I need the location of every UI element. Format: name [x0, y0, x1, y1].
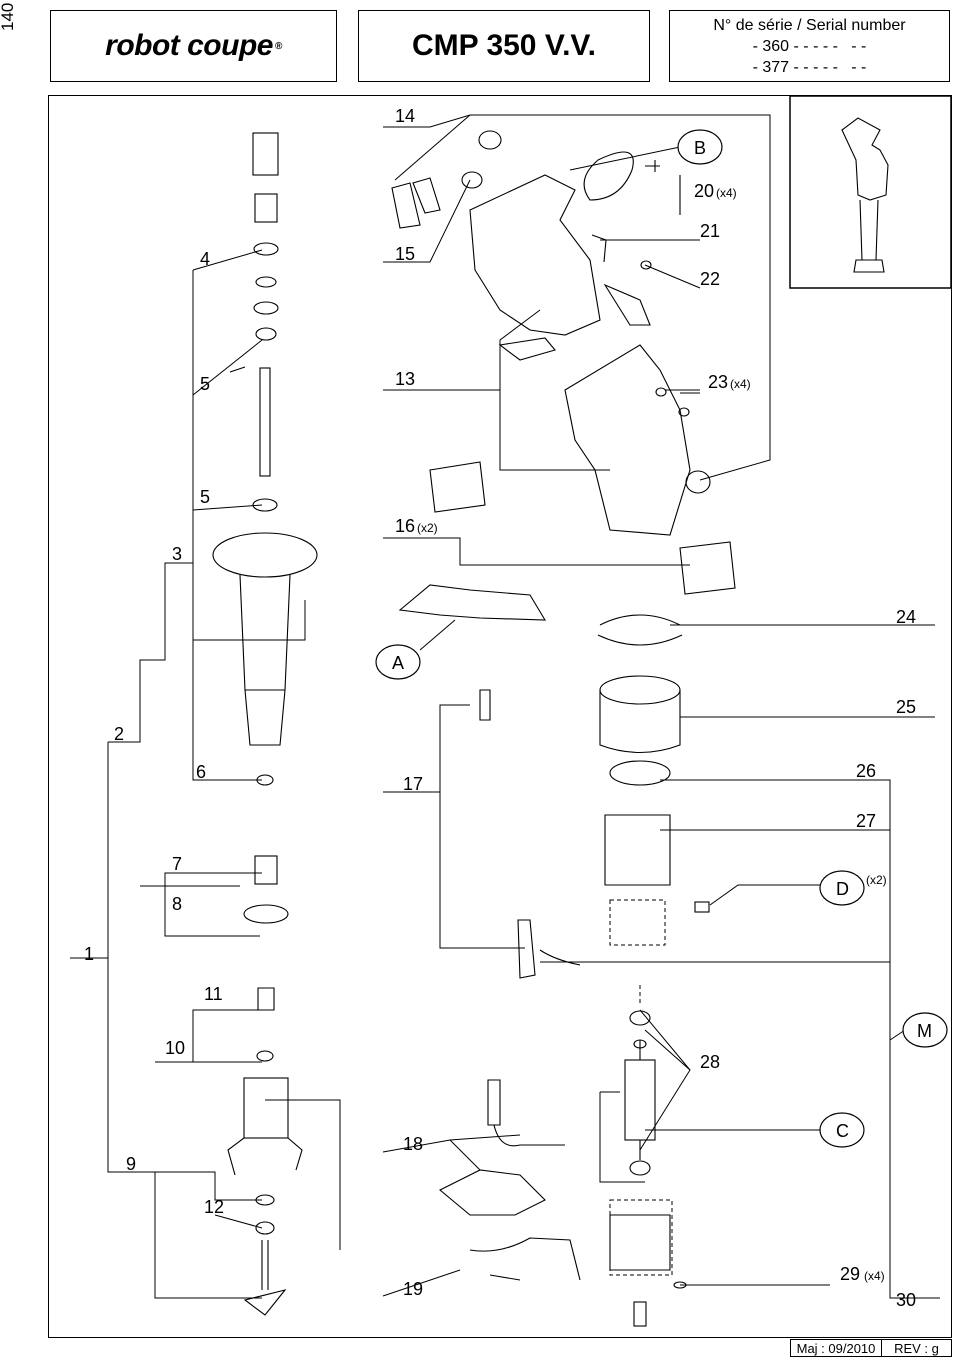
shaft-assembly-parts [212, 132, 318, 1316]
callout-11: 11 [204, 984, 223, 1004]
callout-17: 17 [403, 774, 423, 794]
callout-A: A [392, 653, 404, 673]
callout-12: 12 [204, 1197, 224, 1217]
callout-4: 4 [200, 249, 210, 269]
callout-16: 16 [395, 516, 415, 536]
callout-9: 9 [126, 1154, 136, 1174]
callout-20: 20 [694, 181, 714, 201]
callout-2: 2 [114, 724, 124, 744]
qty-23: (x4) [730, 377, 751, 391]
serial-line-2: - 377 - - - - - - - [752, 58, 867, 76]
callout-28: 28 [700, 1052, 720, 1072]
model-title: CMP 350 V.V. [358, 10, 650, 82]
callout-M: M [917, 1021, 932, 1041]
callout-C: C [836, 1121, 849, 1141]
callout-B: B [694, 138, 706, 158]
callout-circle-B [677, 129, 723, 165]
housing-parts [391, 130, 736, 595]
dashed-rotor-outline [609, 899, 673, 1276]
serial-line-1: - 360 - - - - - - - [752, 37, 867, 55]
callout-10: 10 [165, 1038, 185, 1058]
callout-21: 21 [700, 221, 720, 241]
overview-mixer-sketch [841, 117, 889, 273]
diagram-frame [48, 95, 952, 1338]
motor-parts [398, 584, 710, 1327]
qty-20: (x4) [716, 186, 737, 200]
callout-22: 22 [700, 269, 720, 289]
callout-18: 18 [403, 1134, 423, 1154]
revision-date: Maj : 09/2010 [790, 1339, 882, 1357]
overview-inset [789, 95, 952, 289]
callout-23: 23 [708, 372, 728, 392]
serial-title: N° de série / Serial number [713, 16, 906, 34]
callout-29: 29 [840, 1264, 860, 1284]
callout-circle-A [375, 644, 421, 680]
callout-24: 24 [896, 607, 916, 627]
callout-circle-D [819, 870, 865, 906]
leader-lines [70, 114, 940, 1299]
brand-logo: robot coupe® [50, 10, 337, 82]
brand-name: robot coupe [105, 29, 273, 62]
callout-25: 25 [896, 697, 916, 717]
callout-13: 13 [395, 369, 415, 389]
callout-30: 30 [896, 1290, 916, 1310]
callout-19: 19 [403, 1279, 423, 1299]
revision-code: REV : g [881, 1339, 952, 1357]
callout-3: 3 [172, 544, 182, 564]
callout-5-lower: 5 [200, 487, 210, 507]
callout-8: 8 [172, 894, 182, 914]
callout-7: 7 [172, 854, 182, 874]
callout-15: 15 [395, 244, 415, 264]
callout-circle-C [819, 1112, 865, 1148]
callout-5-upper: 5 [200, 374, 210, 394]
callout-27: 27 [856, 811, 876, 831]
qty-16: (x2) [417, 521, 438, 535]
callout-26: 26 [856, 761, 876, 781]
callout-D: D [836, 879, 849, 899]
callout-6: 6 [196, 762, 206, 782]
callout-1: 1 [84, 944, 94, 964]
callout-circle-M [902, 1012, 948, 1048]
qty-D: (x2) [866, 873, 887, 887]
serial-number-box: N° de série / Serial number - 360 - - - … [669, 10, 950, 82]
qty-29: (x4) [864, 1269, 885, 1283]
callout-14: 14 [395, 106, 415, 126]
